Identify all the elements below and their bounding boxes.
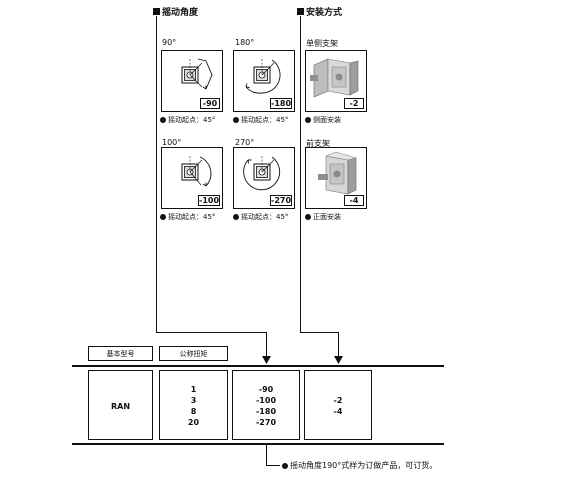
swing-option-caption: 摇动起点：45° [233, 115, 288, 125]
bullet-dot-icon [305, 117, 311, 123]
table-bottom-rule [72, 443, 444, 445]
swing-option-angle: 270° [235, 138, 255, 147]
mount-connector [338, 332, 339, 358]
swing-option-180: -180 [233, 50, 295, 112]
mount-option-caption: 正面安装 [305, 212, 341, 222]
bullet-dot-icon [160, 214, 166, 220]
rotary-actuator-icon [243, 156, 281, 191]
cell-base-model: RAN [88, 370, 153, 440]
rotary-actuator-icon [245, 59, 281, 94]
header-nominal-torque: 公称扭矩 [159, 346, 228, 361]
swing-angle-title: 摇动角度 [153, 5, 198, 18]
torque-value: 8 [190, 407, 197, 416]
mount-option-front: -4 [305, 147, 367, 209]
swing-option-angle: 90° [162, 38, 177, 47]
torque-value: 20 [187, 418, 200, 427]
mount-code-value: -2 [333, 396, 343, 405]
swing-code-value: -180 [255, 407, 277, 416]
header-base-model: 基本型号 [88, 346, 153, 361]
bullet-square-icon [297, 8, 304, 15]
bullet-dot-icon [282, 463, 288, 469]
swing-option-caption: 摇动起点：45° [233, 212, 288, 222]
swing-leader-line [156, 16, 157, 332]
torque-value: 1 [190, 385, 197, 394]
mount-code-badge: -4 [344, 195, 364, 206]
rotary-actuator-icon [181, 156, 212, 187]
mount-connector [300, 332, 338, 333]
mount-code-badge: -2 [344, 98, 364, 109]
swing-option-caption: 摇动起点：45° [160, 115, 215, 125]
footnote: 摇动角度190°式样为订做产品，可订货。 [282, 460, 437, 471]
bullet-square-icon [153, 8, 160, 15]
rotary-actuator-icon [181, 58, 213, 90]
swing-code-badge: -100 [198, 195, 220, 206]
mount-leader-line [300, 16, 301, 332]
swing-option-270: -270 [233, 147, 295, 209]
arrow-down-icon [262, 356, 271, 364]
cell-swing-code: -90 -100 -180 -270 [232, 370, 300, 440]
swing-code-badge: -270 [270, 195, 292, 206]
bracket-product-photo [318, 151, 357, 195]
mount-option-title: 单侧支架 [306, 39, 338, 48]
mounting-title: 安装方式 [297, 5, 342, 18]
swing-option-90: -90 [161, 50, 223, 112]
footnote-leader [266, 465, 280, 466]
swing-code-badge: -180 [270, 98, 292, 109]
mount-option-title: 前支架 [306, 139, 330, 148]
mount-option-caption: 侧面安装 [305, 115, 341, 125]
swing-code-badge: -90 [200, 98, 220, 109]
bracket-product-photo [310, 58, 359, 98]
cell-mount-code: -2 -4 [304, 370, 372, 440]
bullet-dot-icon [233, 117, 239, 123]
mount-option-side: -2 [305, 50, 367, 112]
bullet-dot-icon [233, 214, 239, 220]
base-model-value: RAN [110, 402, 131, 411]
swing-connector [266, 332, 267, 358]
footnote-leader [266, 445, 267, 465]
bullet-dot-icon [305, 214, 311, 220]
swing-code-value: -270 [255, 418, 277, 427]
mount-code-value: -4 [333, 407, 343, 416]
table-top-rule [72, 365, 444, 367]
swing-connector [156, 332, 266, 333]
torque-value: 3 [190, 396, 197, 405]
swing-option-angle: 100° [162, 138, 182, 147]
swing-code-value: -90 [258, 385, 274, 394]
swing-option-100: -100 [161, 147, 223, 209]
swing-option-caption: 摇动起点：45° [160, 212, 215, 222]
swing-option-angle: 180° [235, 38, 255, 47]
bullet-dot-icon [160, 117, 166, 123]
cell-torque: 1 3 8 20 [159, 370, 228, 440]
swing-code-value: -100 [255, 396, 277, 405]
arrow-down-icon [334, 356, 343, 364]
